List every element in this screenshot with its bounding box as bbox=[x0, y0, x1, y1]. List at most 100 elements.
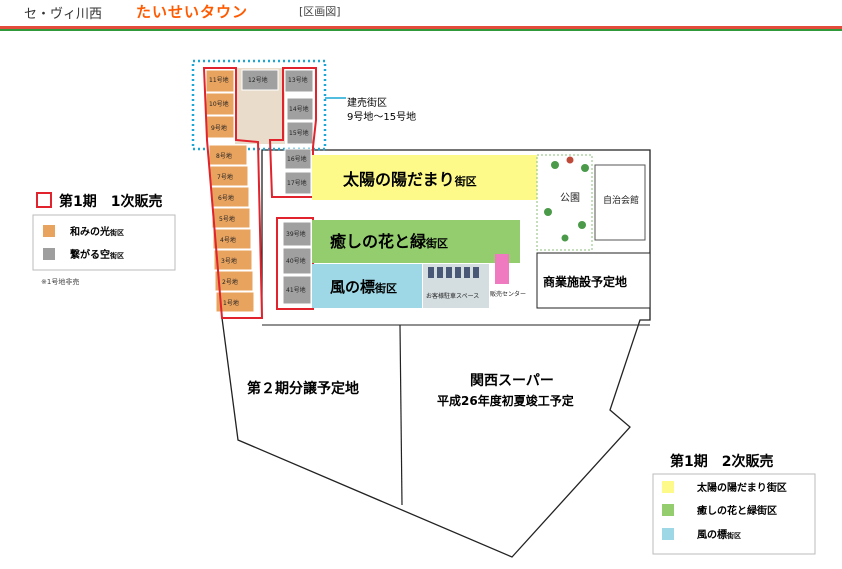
legend2-item-suffix: 街区 bbox=[766, 481, 787, 494]
lot-2-label: 2号地 bbox=[222, 278, 238, 286]
legend2-item-label: 太陽の陽だまり街区 bbox=[696, 481, 787, 494]
block-kaze-suffix: 街区 bbox=[374, 281, 397, 295]
tree bbox=[581, 164, 589, 172]
sales-center-building bbox=[495, 254, 509, 284]
lot-labels: 11号地 10号地 9号地 8号地 7号地 6号地 5号地 4号地 3号地 2号… bbox=[209, 76, 309, 307]
legend1-item-label: 和みの光街区 bbox=[69, 225, 124, 238]
lot-11 bbox=[205, 69, 235, 93]
legend2-item-suffix: 街区 bbox=[726, 531, 741, 540]
lot-10-label: 10号地 bbox=[209, 100, 229, 108]
legend2-item-main: 癒しの花と緑 bbox=[697, 504, 758, 517]
lot-4-label: 4号地 bbox=[220, 236, 236, 244]
lot-1-label: 1号地 bbox=[223, 299, 239, 307]
lot-13 bbox=[284, 69, 314, 93]
legend-phase1-second: 第1期 2次販売 太陽の陽だまり街区 癒しの花と緑街区 風の標街区 bbox=[652, 453, 816, 555]
lot-12 bbox=[241, 69, 279, 91]
tree bbox=[561, 234, 569, 242]
legend1-item-label: 繋がる空街区 bbox=[70, 248, 124, 261]
brand-name: セ・ヴィ川西 bbox=[24, 7, 103, 22]
lot-15 bbox=[286, 121, 314, 145]
legend2-item-label: 風の標街区 bbox=[697, 528, 741, 541]
legend1-item-main: 和みの光 bbox=[69, 225, 110, 238]
lot-5-label: 5号地 bbox=[219, 215, 235, 223]
lot-1 bbox=[215, 291, 255, 313]
sales-center-label: 販売センター bbox=[490, 290, 526, 298]
lot-14-label: 14号地 bbox=[289, 105, 309, 113]
legend2-item-swatch bbox=[662, 504, 674, 516]
lot-6-label: 6号地 bbox=[218, 194, 234, 202]
lot-17-label: 17号地 bbox=[287, 179, 307, 187]
legend2-item-main: 太陽の陽だまり bbox=[696, 481, 767, 494]
lot-40 bbox=[282, 247, 312, 275]
block-taiyou-main: 太陽の陽だまり bbox=[342, 170, 455, 189]
legend-phase1-first: 第1期 1次販売 和みの光街区 繋がる空街区 ※1号地非売 bbox=[32, 192, 176, 286]
legend2-item-main: 風の標 bbox=[697, 528, 727, 541]
tree bbox=[551, 161, 559, 169]
legend2-item-swatch bbox=[662, 481, 674, 493]
block-taiyou-label: 太陽の陽だまり街区 bbox=[342, 170, 477, 189]
lot-15-label: 15号地 bbox=[289, 129, 309, 137]
park-label: 公園 bbox=[560, 192, 580, 204]
phase2-divider bbox=[399, 324, 403, 506]
legend2-item-suffix: 街区 bbox=[756, 504, 777, 517]
lot-41-label: 41号地 bbox=[286, 286, 306, 294]
lot-9-label: 9号地 bbox=[211, 124, 227, 132]
lot-8-label: 8号地 bbox=[216, 152, 232, 160]
lot-11-label: 11号地 bbox=[209, 76, 229, 84]
lot-39 bbox=[282, 221, 312, 247]
lot-2 bbox=[214, 270, 254, 292]
legend2-box bbox=[652, 473, 816, 555]
header-divider-red bbox=[0, 26, 842, 29]
parked-cars bbox=[428, 267, 479, 278]
lot-4 bbox=[212, 228, 252, 250]
parking-label: お客様駐車スペース bbox=[426, 292, 479, 300]
legend1-item-suffix: 街区 bbox=[109, 251, 124, 260]
legend1-title-swatch bbox=[36, 192, 52, 208]
lot-16 bbox=[284, 148, 312, 170]
tree bbox=[544, 208, 552, 216]
legend1-item-suffix: 街区 bbox=[109, 228, 124, 237]
block-taiyou bbox=[312, 155, 550, 200]
legend1-note: ※1号地非売 bbox=[41, 277, 79, 286]
header-divider-green bbox=[0, 29, 842, 31]
legend1-title: 第1期 1次販売 bbox=[59, 193, 162, 210]
legend1-item-swatch bbox=[43, 225, 55, 237]
supermarket-title: 関西スーパー bbox=[470, 373, 554, 389]
commercial-label: 商業施設予定地 bbox=[543, 274, 627, 289]
block-iyashi bbox=[312, 220, 520, 263]
lot-16-label: 16号地 bbox=[287, 155, 307, 163]
legend2-item-swatch bbox=[662, 528, 674, 540]
block-taiyou-suffix: 街区 bbox=[454, 174, 477, 188]
phase1-frame-south bbox=[276, 217, 314, 310]
page-label: [区画図] bbox=[299, 5, 341, 18]
lot-13-label: 13号地 bbox=[288, 76, 308, 84]
block-kaze-main: 風の標 bbox=[330, 278, 375, 296]
block-iyashi-suffix: 街区 bbox=[425, 236, 448, 250]
lot-14 bbox=[286, 97, 314, 121]
block-kaze bbox=[312, 264, 422, 308]
community-hall-area bbox=[594, 164, 646, 241]
legend2-item-label: 癒しの花と緑街区 bbox=[697, 504, 777, 517]
phase2-label: 第２期分譲予定地 bbox=[247, 380, 359, 397]
lot-3-label: 3号地 bbox=[221, 257, 237, 265]
phase1-frame-west bbox=[202, 67, 264, 319]
lot-7-label: 7号地 bbox=[217, 173, 233, 181]
brand-sub: たいせいタウン bbox=[136, 3, 249, 21]
tree bbox=[578, 221, 586, 229]
legend1-box bbox=[32, 214, 176, 271]
lot-39-label: 39号地 bbox=[286, 230, 306, 238]
lot-40-label: 40号地 bbox=[286, 257, 306, 265]
page-header: セ・ヴィ川西 たいせいタウン [区画図] bbox=[0, 0, 842, 26]
community-hall-label: 自治会館 bbox=[603, 194, 639, 206]
block-kaze-label: 風の標街区 bbox=[330, 278, 397, 296]
lot-17 bbox=[284, 171, 312, 195]
supermarket-sub: 平成26年度初夏竣工予定 bbox=[437, 393, 574, 408]
tree bbox=[566, 156, 574, 164]
block-iyashi-label: 癒しの花と緑街区 bbox=[330, 232, 448, 251]
legend1-item-swatch bbox=[43, 248, 55, 260]
annotation-range: 9号地〜15号地 bbox=[347, 110, 416, 123]
lot-12-label: 12号地 bbox=[248, 76, 268, 84]
commercial-area bbox=[536, 252, 651, 309]
lot-5 bbox=[211, 207, 251, 229]
